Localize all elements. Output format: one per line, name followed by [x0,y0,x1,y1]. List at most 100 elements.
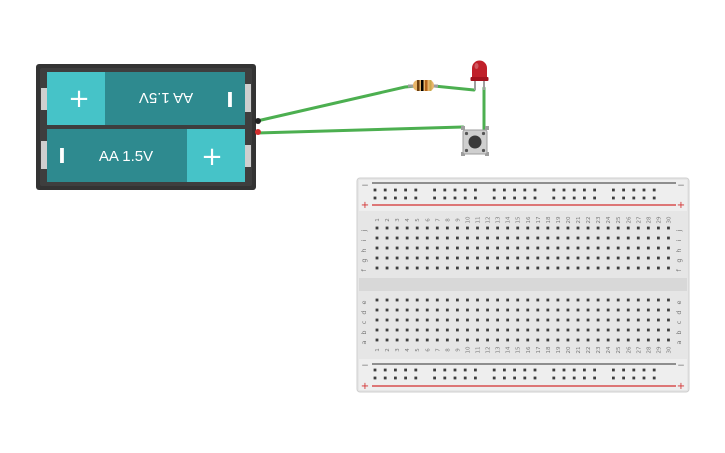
rail-hole[interactable] [562,188,566,192]
terminal-hole[interactable] [636,308,640,312]
terminal-hole[interactable] [576,236,580,240]
rail-hole[interactable] [433,196,436,200]
terminal-hole[interactable] [556,308,560,312]
terminal-hole[interactable] [586,308,590,312]
terminal-hole[interactable] [435,256,439,260]
terminal-hole[interactable] [536,266,540,270]
terminal-hole[interactable] [506,256,510,260]
rail-hole[interactable] [443,188,447,192]
terminal-hole[interactable] [456,328,459,332]
terminal-hole[interactable] [506,266,510,270]
rail-hole[interactable] [443,196,447,200]
terminal-hole[interactable] [445,338,449,342]
rail-hole[interactable] [373,376,377,380]
terminal-hole[interactable] [526,308,530,312]
terminal-hole[interactable] [395,256,399,260]
rail-hole[interactable] [414,376,418,380]
terminal-hole[interactable] [576,256,580,260]
terminal-hole[interactable] [636,318,640,322]
terminal-hole[interactable] [506,318,510,322]
terminal-hole[interactable] [466,266,469,270]
rail-hole[interactable] [443,368,447,372]
rail-hole[interactable] [404,376,407,380]
terminal-hole[interactable] [456,226,459,230]
terminal-hole[interactable] [405,256,409,260]
rail-hole[interactable] [492,188,496,192]
terminal-hole[interactable] [596,308,600,312]
terminal-hole[interactable] [576,246,580,250]
rail-hole[interactable] [513,376,516,380]
rail-hole[interactable] [463,188,467,192]
rail-hole[interactable] [593,188,596,192]
terminal-hole[interactable] [626,308,630,312]
rail-hole[interactable] [583,368,586,372]
terminal-hole[interactable] [576,266,580,270]
battery-terminal-positive[interactable] [255,129,261,135]
terminal-hole[interactable] [606,256,610,260]
rail-hole[interactable] [394,376,397,380]
terminal-hole[interactable] [626,246,630,250]
terminal-hole[interactable] [375,256,379,260]
terminal-hole[interactable] [496,318,499,322]
wire-battery-to-button[interactable] [255,125,465,135]
rail-hole[interactable] [523,368,527,372]
terminal-hole[interactable] [606,328,610,332]
rail-hole[interactable] [492,376,496,380]
terminal-hole[interactable] [546,298,550,302]
terminal-hole[interactable] [435,318,439,322]
terminal-hole[interactable] [606,338,610,342]
terminal-hole[interactable] [636,338,640,342]
rail-hole[interactable] [593,368,596,372]
terminal-hole[interactable] [466,246,469,250]
terminal-hole[interactable] [667,308,670,312]
rail-hole[interactable] [523,196,527,200]
terminal-hole[interactable] [616,318,620,322]
terminal-hole[interactable] [476,266,479,270]
rail-hole[interactable] [503,196,506,200]
terminal-hole[interactable] [576,226,580,230]
terminal-hole[interactable] [445,256,449,260]
terminal-hole[interactable] [636,328,640,332]
terminal-hole[interactable] [405,308,409,312]
terminal-hole[interactable] [496,256,499,260]
terminal-hole[interactable] [445,266,449,270]
pushbutton-icon[interactable] [461,126,489,156]
resistor-icon[interactable] [408,80,438,91]
terminal-hole[interactable] [626,226,630,230]
terminal-hole[interactable] [526,338,530,342]
terminal-hole[interactable] [536,236,540,240]
terminal-hole[interactable] [405,236,409,240]
rail-hole[interactable] [383,196,387,200]
terminal-hole[interactable] [486,226,489,230]
terminal-hole[interactable] [385,318,389,322]
rail-hole[interactable] [503,368,506,372]
terminal-hole[interactable] [395,236,399,240]
rail-hole[interactable] [583,376,586,380]
rail-hole[interactable] [612,188,615,192]
rail-hole[interactable] [572,196,576,200]
rail-hole[interactable] [652,376,656,380]
terminal-hole[interactable] [526,256,530,260]
terminal-hole[interactable] [466,328,469,332]
terminal-hole[interactable] [626,236,630,240]
terminal-hole[interactable] [536,338,540,342]
terminal-hole[interactable] [375,308,379,312]
terminal-hole[interactable] [456,266,459,270]
terminal-hole[interactable] [566,246,570,250]
rail-hole[interactable] [533,188,537,192]
terminal-hole[interactable] [506,338,510,342]
terminal-hole[interactable] [486,246,489,250]
rail-hole[interactable] [622,376,625,380]
terminal-hole[interactable] [657,328,660,332]
terminal-hole[interactable] [496,236,499,240]
terminal-hole[interactable] [556,266,560,270]
terminal-hole[interactable] [536,328,540,332]
rail-hole[interactable] [414,196,418,200]
breadboard-holes[interactable] [373,188,670,380]
terminal-hole[interactable] [596,266,600,270]
terminal-hole[interactable] [506,328,510,332]
terminal-hole[interactable] [496,308,499,312]
wire-battery-to-resistor[interactable] [255,84,418,123]
terminal-hole[interactable] [445,328,449,332]
